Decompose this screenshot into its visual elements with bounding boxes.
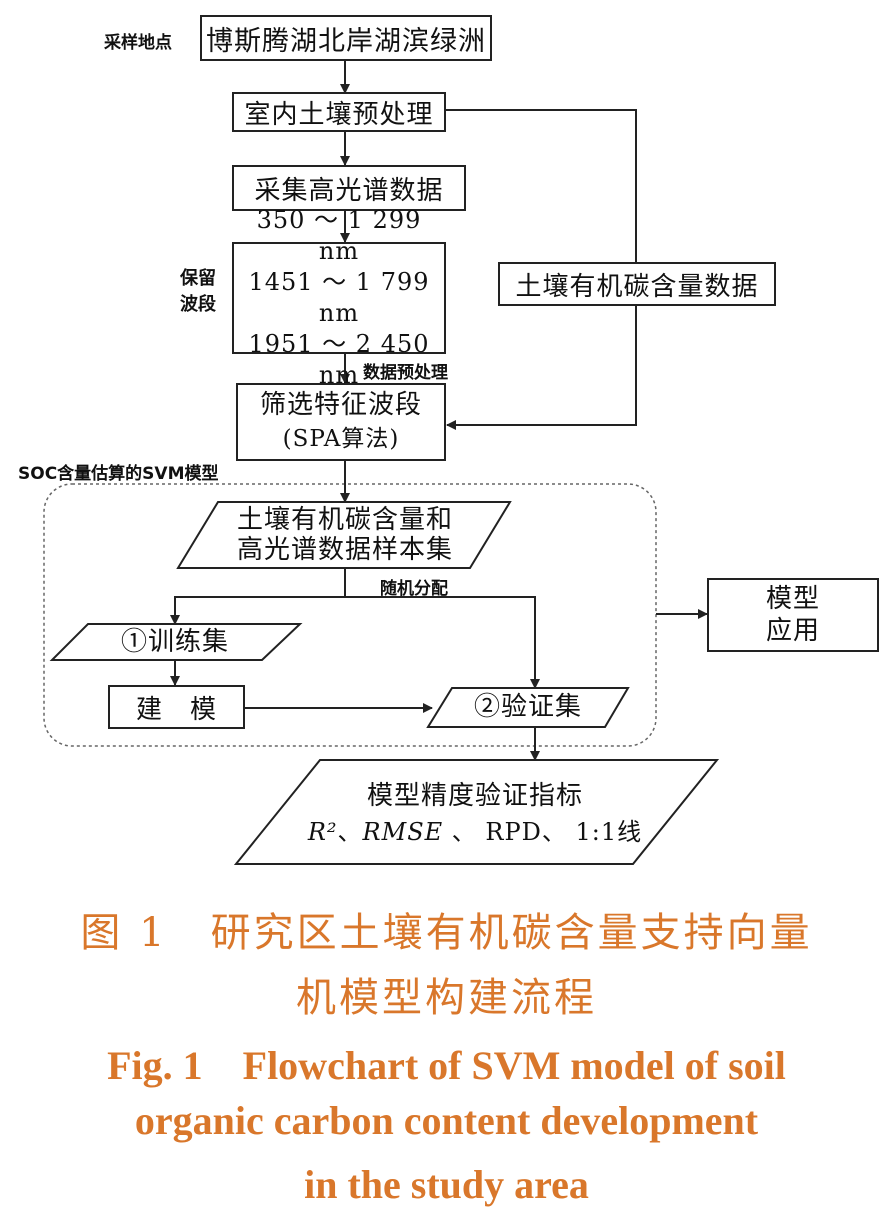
metric-sep: 、 bbox=[337, 818, 363, 846]
metric-r2: R² bbox=[307, 818, 338, 846]
band-range-3: 1951 ～ 2 450 nm bbox=[248, 330, 430, 389]
label-svm-group: SOC含量估算的SVM模型 bbox=[18, 464, 219, 484]
train-set-text: ①训练集 bbox=[120, 627, 229, 657]
soil-pretreat-box: 室内土壤预处理 bbox=[232, 92, 446, 132]
sample-set-line1: 土壤有机碳含量和 bbox=[236, 505, 453, 535]
line-pretreat-to-soc bbox=[446, 109, 637, 262]
metrics-list: R²、RMSE 、 RPD、 1:1线 bbox=[280, 814, 670, 850]
caption-en-line3: in the study area bbox=[304, 1162, 589, 1207]
metrics-text: 模型精度验证指标 R²、RMSE 、 RPD、 1:1线 bbox=[280, 778, 670, 850]
caption-en-line2: organic carbon content development bbox=[134, 1098, 759, 1143]
arrow-split-to-train bbox=[170, 596, 345, 625]
label-random-split: 随机分配 bbox=[380, 579, 448, 599]
label-sampling-site: 采样地点 bbox=[104, 33, 172, 53]
band-range-2: 1451 ～ 1 799 nm bbox=[248, 268, 430, 327]
sample-set-shape bbox=[176, 501, 512, 569]
valid-set-shape bbox=[426, 687, 630, 728]
select-bands-box: 筛选特征波段 (SPA算法) bbox=[236, 383, 446, 461]
metrics-shape bbox=[233, 759, 720, 865]
select-bands-method: (SPA算法) bbox=[282, 426, 400, 452]
metrics-title: 模型精度验证指标 bbox=[366, 781, 583, 811]
model-application-box: 模型 应用 bbox=[707, 578, 879, 652]
arrow-split-to-valid bbox=[345, 596, 540, 689]
band-range-1: 350 ～ 1 299 nm bbox=[256, 206, 422, 265]
caption-cn-line1: 图 1 研究区土壤有机碳含量支持向量 bbox=[80, 910, 813, 956]
caption-cn-line2: 机模型构建流程 bbox=[296, 975, 597, 1021]
modeling-box: 建 模 bbox=[108, 685, 245, 729]
soc-data-box: 土壤有机碳含量数据 bbox=[498, 262, 776, 306]
caption-en-line1: Fig. 1 Flowchart of SVM model of soil bbox=[107, 1043, 786, 1088]
sample-set-text: 土壤有机碳含量和 高光谱数据样本集 bbox=[190, 505, 500, 565]
collect-spectra-box: 采集高光谱数据 bbox=[232, 165, 466, 211]
sample-set-line2: 高光谱数据样本集 bbox=[236, 535, 453, 565]
label-retained-bands: 保留 波段 bbox=[180, 268, 216, 315]
select-bands-title: 筛选特征波段 bbox=[259, 390, 422, 420]
label-data-preprocess: 数据预处理 bbox=[363, 363, 448, 383]
model-app-line1: 模型 bbox=[765, 584, 820, 614]
metric-rmse: RMSE bbox=[362, 818, 444, 846]
metric-rest: 、 RPD、 1:1线 bbox=[443, 818, 643, 846]
site-box: 博斯腾湖北岸湖滨绿洲 bbox=[200, 15, 492, 61]
valid-set-text: ②验证集 bbox=[473, 692, 582, 722]
bands-box: 350 ～ 1 299 nm 1451 ～ 1 799 nm 1951 ～ 2 … bbox=[232, 206, 446, 389]
model-app-line2: 应用 bbox=[765, 616, 820, 646]
arrow-soc-to-select bbox=[446, 306, 637, 430]
train-set-shape bbox=[49, 623, 303, 661]
